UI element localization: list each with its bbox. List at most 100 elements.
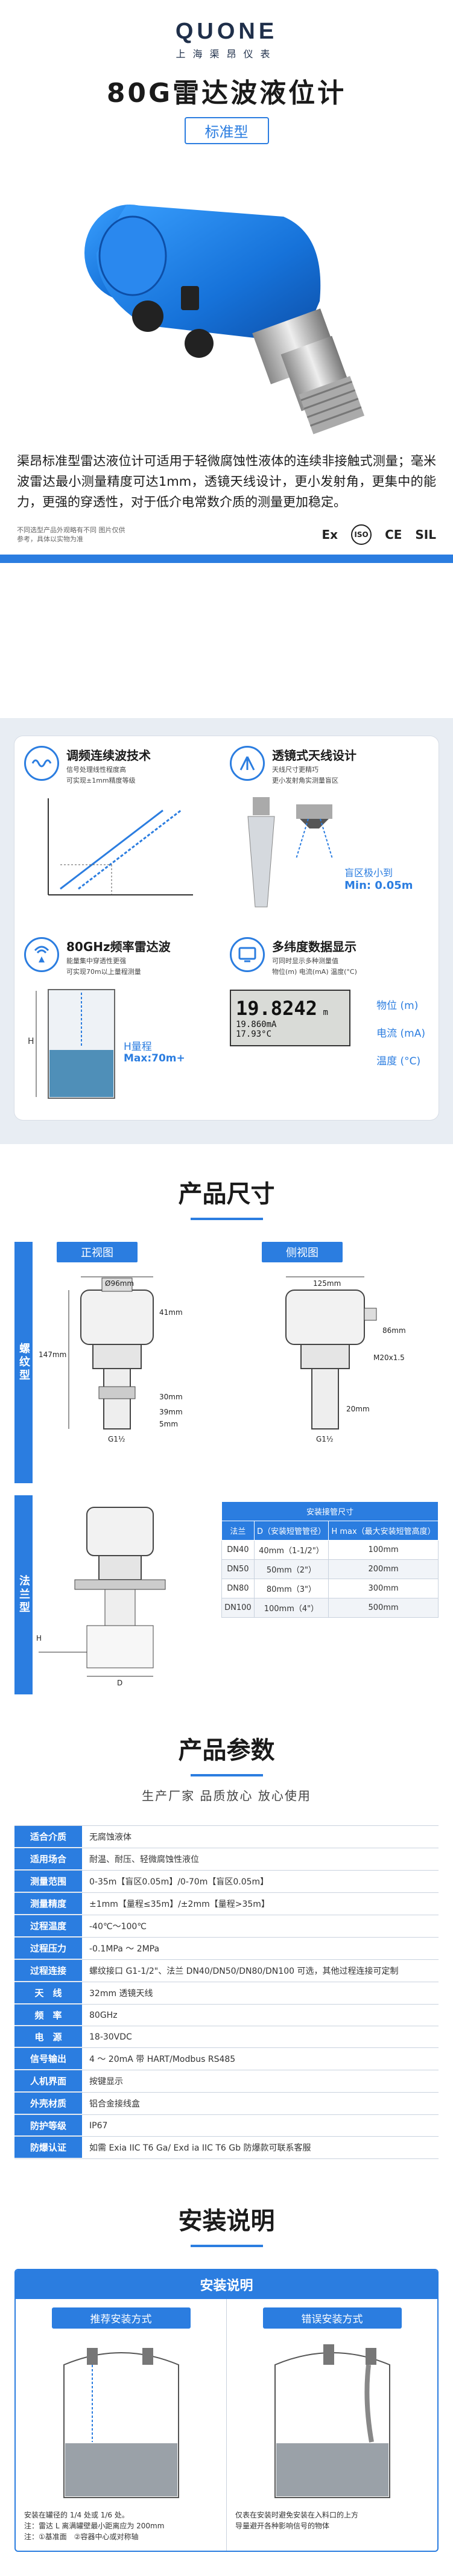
feature-sub: 可实现70m以上量程测量 [66,968,141,976]
svg-text:H: H [28,1037,34,1046]
feature-title: 透镜式天线设计 [272,748,356,763]
recommended-note: 安装在罐径的 1/4 处或 1/6 处。 注：雷达 L 离满罐壁最小距离应为 2… [24,2511,165,2541]
dim-h30: 30mm [159,1393,183,1401]
table-row: 防爆认证如需 Exia IIC T6 Ga/ Exd ia IIC T6 Gb … [14,2137,439,2159]
dim-h147: 147mm [39,1350,67,1359]
thread-drawing [68,1276,377,1430]
flange-type-block: 法兰型 H D 安装接管尺寸 法兰 [14,1495,439,1694]
dim-h86: 86mm [382,1326,406,1335]
blind-zone-label: 盲区极小到 [344,867,393,879]
front-view-tab: 正视图 [57,1242,138,1262]
dim-thread: G1½ [108,1435,125,1443]
install-box: 安装说明 推荐安装方式 安装在罐径的 1/4 处或 1/6 处。 注：雷达 L … [14,2269,439,2552]
legend-temp: 温度 (°C) [376,1055,421,1067]
feature-fmcw: 调频连续波技术 信号处理线性程度高 可实现±1mm精度等级 [24,746,218,919]
lens-antenna-icon [230,746,265,781]
dimensions-title: 产品尺寸 [178,1180,275,1208]
lcd-current: 19.860mA [236,1020,277,1029]
dim-diameter: Ø96mm [105,1279,135,1288]
fmcw-diagram [24,792,218,919]
feature-title: 80GHz频率雷达波 [66,940,171,954]
feature-sub: 物位(m) 电流(mA) 温度(°C) [272,968,357,976]
brand-logo: QUONE [175,18,278,44]
table-row: 人机界面按键显示 [14,2070,439,2093]
radar-gauge-illustration [84,205,365,434]
col-d: D（安装短管管径） [253,1521,329,1541]
hero-section: QUONE 上海渠昂仪表 80G雷达波液位计 标准型 [0,0,453,718]
table-row: 外壳材质铝合金接线盒 [14,2093,439,2115]
lcd-demo: 19.8242 m 19.860mA 17.93°C 物位 (m) 电流 (mA… [230,984,429,1110]
install-box-title: 安装说明 [16,2270,437,2299]
feature-sub: 天线尺寸更精巧 [272,766,318,774]
wrong-install: 错误安装方式 仅表在安装时避免安装在入料口的上方 导量避开各种影响信号的物体 [226,2299,437,2551]
wave-icon [24,746,59,781]
brand-header: QUONE 上海渠昂仪表 [0,0,453,66]
dim-h41: 41mm [159,1308,183,1317]
flange-table-title: 安装接管尺寸 [221,1501,439,1521]
dim-D: D [117,1679,123,1687]
wrong-tab: 错误安装方式 [262,2307,402,2329]
product-image [0,144,453,446]
dim-h5: 5mm [159,1420,179,1428]
range-value: Max:70m+ [124,1052,185,1064]
feature-title: 调频连续波技术 [66,748,151,763]
table-row: DN80 80mm（3"） 300mm [221,1579,439,1598]
dim-w125: 125mm [313,1279,341,1288]
params-title: 产品参数 [178,1737,275,1764]
feature-sub: 信号处理线性程度高 [66,766,126,774]
table-row: DN100 100mm（4"） 500mm [221,1598,439,1618]
lcd-screen: 19.8242 m 19.860mA 17.93°C [230,990,350,1046]
thread-type-label: 螺纹型 [14,1242,33,1483]
col-hmax: H max（最大安装短管高度） [328,1521,439,1541]
brand-subtitle: 上海渠昂仪表 [176,48,277,60]
range-label: H量程 [124,1041,152,1053]
col-flange: 法兰 [221,1521,255,1541]
tank-range-diagram: H H量程 Max:70m+ [24,984,218,1110]
side-view-tab: 侧视图 [262,1242,343,1262]
iso-cert-icon: ISO [351,524,372,545]
dimensions-section: 螺纹型 正视图 侧视图 Ø96mm [0,1242,453,1694]
accent-bar [0,555,453,563]
product-description: 渠昂标准型雷达液位计可适用于轻微腐蚀性液体的连续非接触式测量；毫米波雷达最小测量… [17,454,436,509]
lcd-temp: 17.93°C [236,1029,272,1039]
thread-type-block: 螺纹型 正视图 侧视图 Ø96mm [14,1242,439,1483]
features-section: 调频连续波技术 信号处理线性程度高 可实现±1mm精度等级 [0,718,453,1144]
table-row: 过程压力-0.1MPa ～ 2MPa [14,1938,439,1960]
lcd-unit: m [323,1008,328,1017]
dim-thread-side: G1½ [316,1435,334,1443]
table-row: 适合介质无腐蚀液体 [14,1826,439,1848]
note-row: 不同选型产品外观略有不同 图片仅供参考，具体以实物为准 Ex ISO CE SI… [0,524,453,545]
blind-zone-value: Min: 0.05m [344,879,413,892]
feature-lens: 透镜式天线设计 天线尺寸更精巧 更小发射角实测量盲区 盲区极小到 [230,746,429,919]
features-card: 调频连续波技术 信号处理线性程度高 可实现±1mm精度等级 [14,736,439,1120]
wrong-tank-diagram [263,2341,402,2504]
feature-title: 多纬度数据显示 [272,940,356,954]
feature-80ghz: 80GHz频率雷达波 能量集中穿透性更强 可实现70m以上量程测量 H H量程 … [24,937,218,1110]
table-row: DN50 50mm（2"） 200mm [221,1559,439,1579]
display-icon [230,937,265,972]
dim-m20: M20x1.5 [373,1353,405,1362]
disclaimer-note: 不同选型产品外观略有不同 图片仅供参考，具体以实物为准 [17,526,125,543]
lcd-level: 19.8242 [236,997,317,1020]
wrong-note: 仅表在安装时避免安装在入料口的上方 导量避开各种影响信号的物体 [235,2511,359,2530]
legend-current: 电流 (mA) [376,1028,425,1040]
recommended-install: 推荐安装方式 安装在罐径的 1/4 处或 1/6 处。 注：雷达 L 离满罐壁最… [16,2299,226,2551]
certifications: Ex ISO CE SIL [322,524,436,545]
ex-cert-icon: Ex [322,527,338,542]
table-row: 过程温度-40℃～100℃ [14,1915,439,1938]
feature-sub: 可同时显示多种测量值 [272,957,338,965]
legend-level: 物位 (m) [376,1000,419,1012]
title-underline [190,1218,263,1220]
sil-cert-icon: SIL [415,527,436,542]
dim-h20: 20mm [346,1405,370,1413]
flange-type-label: 法兰型 [14,1495,33,1694]
table-row: DN40 40mm（1-1/2"） 100mm [221,1540,439,1560]
lens-diagram: 盲区极小到 Min: 0.05m [230,792,429,919]
params-subtitle: 生产厂家 品质放心 放心使用 [142,1789,311,1803]
